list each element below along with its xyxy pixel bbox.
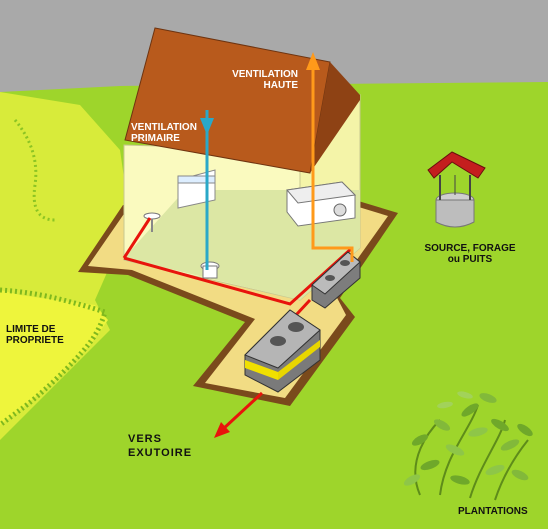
outflow-pipe xyxy=(220,391,264,432)
label-source-line1: SOURCE, FORAGE xyxy=(424,243,516,254)
label-source-line2: ou PUITS xyxy=(447,254,493,265)
label-vers-line1: VERS xyxy=(128,433,162,445)
label-ventilation-haute-line2: HAUTE xyxy=(263,80,298,91)
label-plantations: PLANTATIONS xyxy=(458,506,528,517)
label-limite-propriete: LIMITE DE PROPRIETE xyxy=(6,324,64,346)
septic-stripe-2 xyxy=(278,340,320,380)
high-ventilation-arrow xyxy=(306,52,320,70)
toilet-base xyxy=(202,265,218,279)
label-limite-line2: PROPRIETE xyxy=(6,335,64,346)
primary-ventilation-arrow xyxy=(200,118,214,135)
label-ventilation-primaire-line2: PRIMAIRE xyxy=(131,133,180,144)
bathtub-rim xyxy=(177,175,216,184)
drain-pipe-basin xyxy=(122,217,152,259)
plantations-shrubs xyxy=(403,391,533,501)
label-vers-exutoire: VERS EXUTOIRE xyxy=(128,432,192,460)
label-ventilation-haute-line1: VENTILATION xyxy=(232,69,298,80)
kitchen-top xyxy=(286,181,357,204)
septic-hatch-2 xyxy=(288,322,304,332)
roof-edge xyxy=(310,62,360,173)
outflow-arrowhead xyxy=(214,422,230,438)
well-body xyxy=(435,199,475,228)
label-vers-line2: EXUTOIRE xyxy=(128,447,193,459)
label-ventilation-primaire-line1: VENTILATION xyxy=(131,122,197,133)
septic-stripe-1 xyxy=(245,360,278,380)
washing-machine-door xyxy=(333,203,347,217)
label-ventilation-haute: VENTILATION HAUTE xyxy=(226,69,298,91)
grease-tank-hatch-2 xyxy=(340,260,350,266)
pipe-to-septic xyxy=(294,298,312,317)
lawn-texture xyxy=(13,119,56,222)
well-roof xyxy=(427,151,486,179)
washbasin xyxy=(143,212,161,220)
high-ventilation-pipe xyxy=(311,70,354,262)
label-source: SOURCE, FORAGE ou PUITS xyxy=(420,243,520,265)
label-limite-line1: LIMITE DE xyxy=(6,324,56,335)
label-ventilation-primaire: VENTILATION PRIMAIRE xyxy=(131,122,197,144)
septic-hatch-1 xyxy=(270,336,286,346)
grease-tank-hatch-1 xyxy=(325,275,335,281)
property-zone-inner xyxy=(0,290,108,425)
